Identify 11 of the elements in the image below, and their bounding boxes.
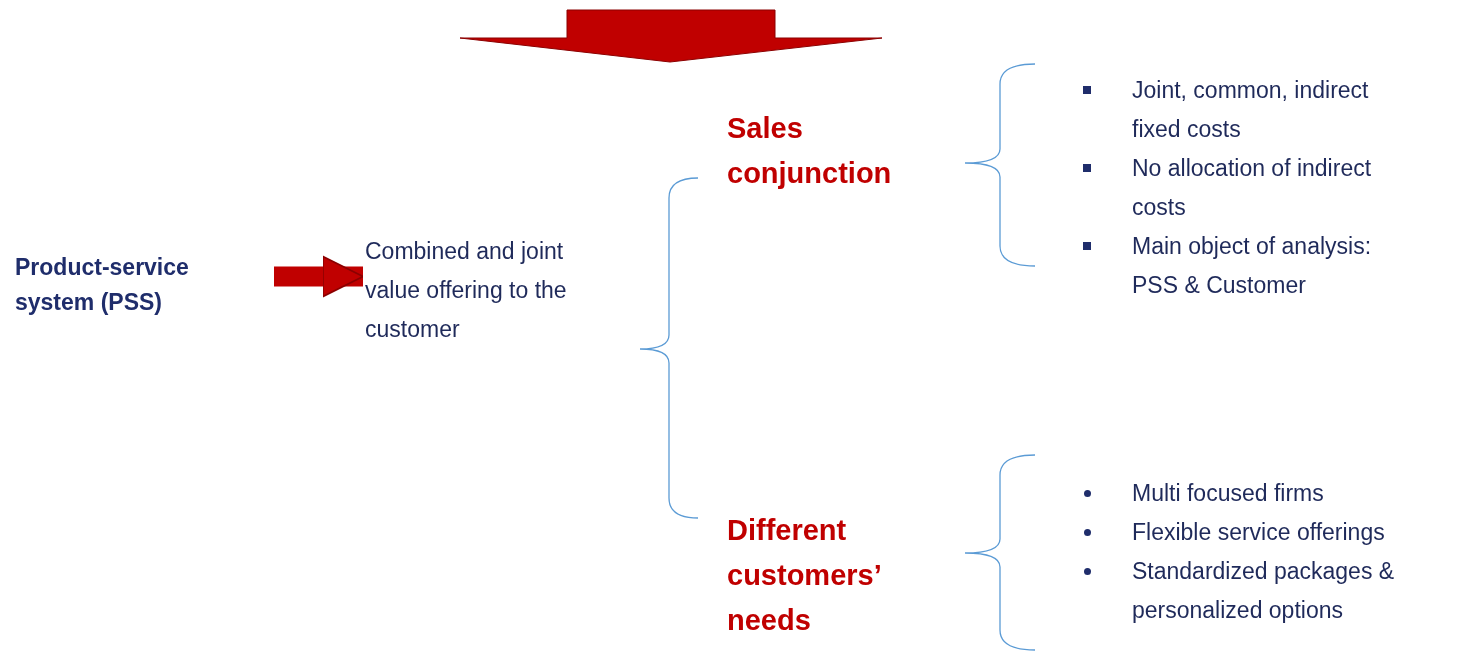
system-label: Product-service system (PSS) xyxy=(15,250,272,319)
block-arrow xyxy=(274,255,364,298)
offering-text: Combined and joint value offering to the customer xyxy=(365,232,573,350)
category-heading: Sales conjunction xyxy=(727,106,947,196)
bullet-item: Flexible service offerings xyxy=(1080,513,1465,553)
bullet-item: Multi focused firms xyxy=(1080,474,1465,514)
bullet-item: Joint, common, indirect fixed costs xyxy=(1080,71,1405,150)
category-heading: Different customers’ needs xyxy=(727,508,947,643)
bullet-item: No allocation of indirect costs xyxy=(1080,149,1405,228)
bullet-item: Main object of analysis: PSS & Customer xyxy=(1080,227,1405,306)
bullet-item: Standardized packages & personalized options xyxy=(1080,552,1465,631)
